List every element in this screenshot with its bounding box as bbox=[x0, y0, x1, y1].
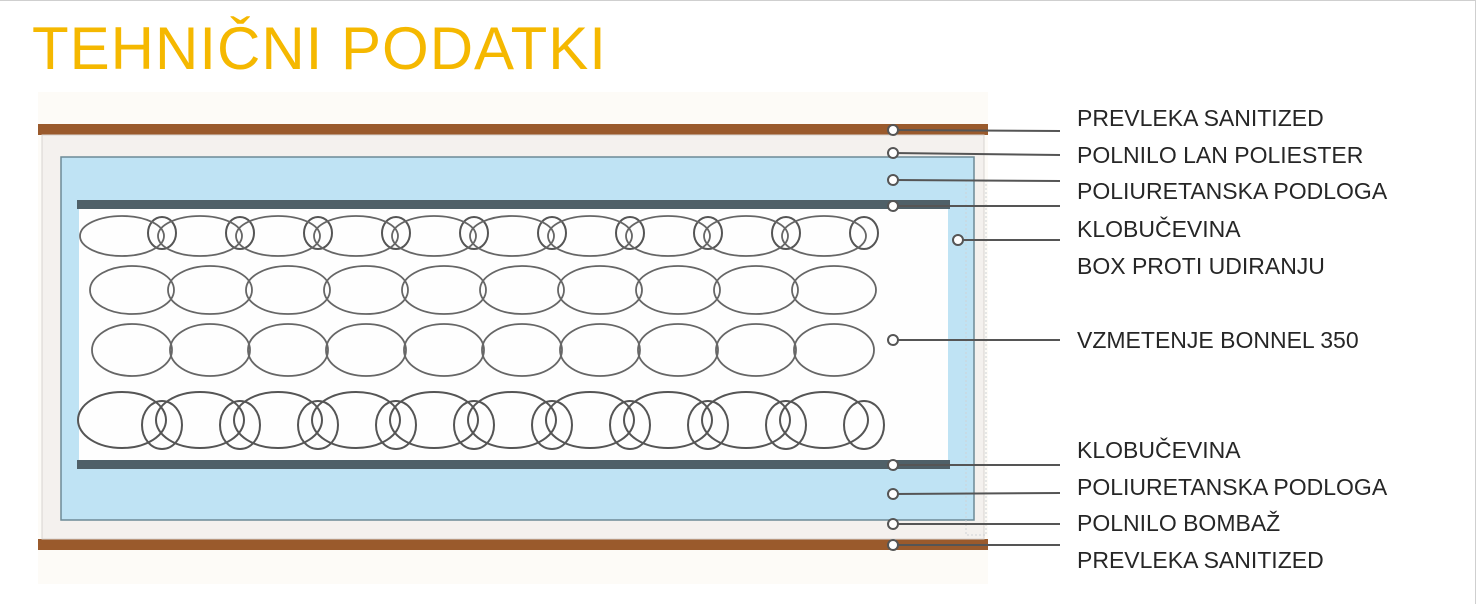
spring-coil bbox=[147, 216, 177, 250]
spring-coil bbox=[235, 215, 321, 257]
spring-coil bbox=[609, 400, 651, 450]
spring-coil bbox=[325, 323, 407, 377]
spring-coil bbox=[225, 216, 255, 250]
spring-coil bbox=[703, 215, 789, 257]
spring-coil bbox=[453, 400, 495, 450]
spring-coil bbox=[545, 391, 635, 449]
spring-coil bbox=[311, 391, 401, 449]
spring-coil bbox=[167, 265, 253, 315]
top-cover-layer bbox=[38, 124, 988, 135]
top-felt-layer bbox=[77, 200, 950, 209]
spring-coil bbox=[793, 323, 875, 377]
spring-coil bbox=[303, 216, 333, 250]
spring-coil bbox=[169, 323, 251, 377]
spring-coil bbox=[401, 265, 487, 315]
spring-coil bbox=[849, 216, 879, 250]
spring-coil bbox=[247, 323, 329, 377]
spring-unit bbox=[79, 209, 948, 460]
leader-dot bbox=[952, 234, 964, 246]
spring-coil bbox=[625, 215, 711, 257]
spring-coil bbox=[297, 400, 339, 450]
spring-coil bbox=[693, 216, 723, 250]
spring-coil bbox=[557, 265, 643, 315]
layer-label: VZMETENJE BONNEL 350 bbox=[1077, 327, 1359, 353]
layer-label: POLIURETANSKA PODLOGA bbox=[1077, 474, 1388, 500]
spring-coil bbox=[479, 265, 565, 315]
spring-coil bbox=[791, 265, 877, 315]
bottom-cover-layer bbox=[38, 539, 988, 550]
spring-coil bbox=[637, 323, 719, 377]
leader-dot bbox=[887, 488, 899, 500]
spring-coil bbox=[89, 265, 175, 315]
spring-coil bbox=[157, 215, 243, 257]
spring-coil bbox=[765, 400, 807, 450]
spring-coil bbox=[219, 400, 261, 450]
spring-coil bbox=[245, 265, 331, 315]
leader-dot bbox=[887, 518, 899, 530]
spring-coil bbox=[615, 216, 645, 250]
layer-label: POLNILO LAN POLIESTER bbox=[1077, 142, 1364, 168]
spring-coil bbox=[559, 323, 641, 377]
leader-dot bbox=[887, 200, 899, 212]
layer-label: BOX PROTI UDIRANJU bbox=[1077, 253, 1325, 279]
spring-coil bbox=[713, 265, 799, 315]
spring-coil bbox=[77, 391, 167, 449]
spring-coil bbox=[687, 400, 729, 450]
layer-label: KLOBUČEVINA bbox=[1077, 216, 1241, 242]
spring-coil bbox=[459, 216, 489, 250]
spring-coil bbox=[779, 391, 869, 449]
leader-dot bbox=[887, 124, 899, 136]
spring-coil bbox=[403, 323, 485, 377]
spring-coil bbox=[467, 391, 557, 449]
spring-coil bbox=[79, 215, 165, 257]
leader-dot bbox=[887, 147, 899, 159]
bottom-felt-layer bbox=[77, 460, 950, 469]
leader-line bbox=[892, 152, 1061, 156]
spring-coil bbox=[531, 400, 573, 450]
spring-coil bbox=[391, 215, 477, 257]
spring-coil bbox=[381, 216, 411, 250]
spring-coil bbox=[537, 216, 567, 250]
spring-coil bbox=[141, 400, 183, 450]
leader-dot bbox=[887, 334, 899, 346]
leader-line bbox=[892, 492, 1061, 495]
spring-coil bbox=[375, 400, 417, 450]
layer-label: KLOBUČEVINA bbox=[1077, 437, 1241, 463]
spring-coil bbox=[389, 391, 479, 449]
leader-dot bbox=[887, 174, 899, 186]
page-title: TEHNIČNI PODATKI bbox=[32, 15, 607, 82]
leader-line bbox=[892, 129, 1061, 132]
spring-coil bbox=[323, 265, 409, 315]
layer-label: POLNILO BOMBAŽ bbox=[1077, 510, 1281, 536]
spring-coil bbox=[771, 216, 801, 250]
spring-coil bbox=[635, 265, 721, 315]
leader-dot bbox=[887, 539, 899, 551]
spring-coil bbox=[233, 391, 323, 449]
layer-label: POLIURETANSKA PODLOGA bbox=[1077, 178, 1388, 204]
spring-coil bbox=[623, 391, 713, 449]
spring-coil bbox=[91, 323, 173, 377]
spring-coil bbox=[843, 400, 885, 450]
leader-line bbox=[892, 179, 1061, 182]
spring-coil bbox=[313, 215, 399, 257]
spring-coil bbox=[715, 323, 797, 377]
layer-label: PREVLEKA SANITIZED bbox=[1077, 105, 1324, 131]
leader-dot bbox=[887, 459, 899, 471]
spring-coil bbox=[547, 215, 633, 257]
spring-coil bbox=[701, 391, 791, 449]
spring-coil bbox=[481, 323, 563, 377]
spring-coil bbox=[155, 391, 245, 449]
layer-label: PREVLEKA SANITIZED bbox=[1077, 547, 1324, 573]
spring-coil bbox=[469, 215, 555, 257]
spring-coil bbox=[781, 215, 867, 257]
